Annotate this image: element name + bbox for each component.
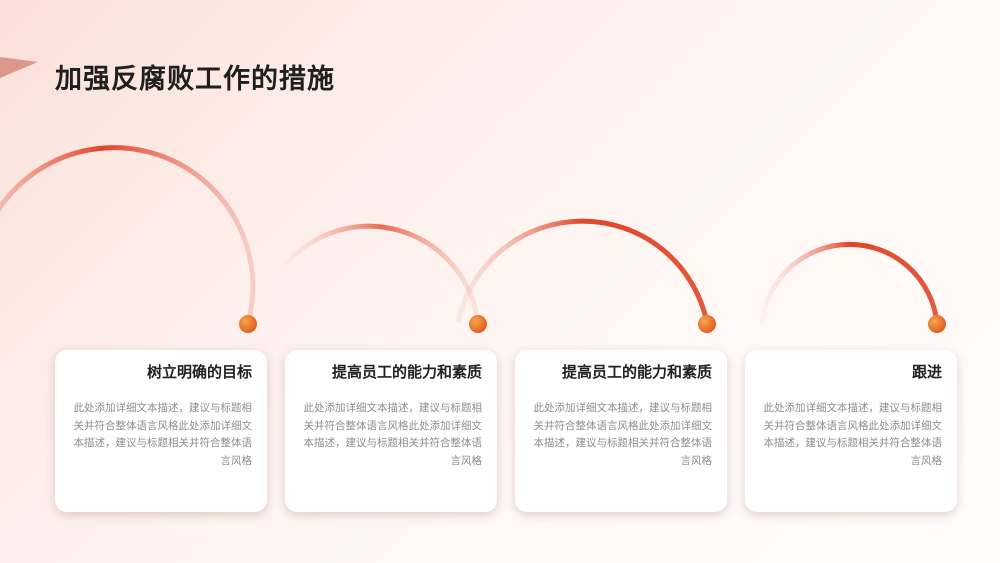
timeline-node-4	[928, 315, 946, 333]
step-card-title: 提高员工的能力和素质	[331, 363, 482, 381]
step-card-title: 提高员工的能力和素质	[561, 363, 712, 381]
arc-3	[455, 218, 710, 324]
timeline-node-3	[698, 315, 716, 333]
timeline-node-1	[239, 315, 257, 333]
star-decoration-icon	[0, 57, 38, 78]
step-card-2: 提高员工的能力和素质 此处添加详细文本描述，建议与标题相关并符合整体语言风格此处…	[285, 350, 497, 512]
arc-2	[283, 223, 481, 324]
step-card-description: 此处添加详细文本描述，建议与标题相关并符合整体语言风格此处添加详细文本描述，建议…	[73, 402, 253, 467]
page-title: 加强反腐败工作的措施	[55, 64, 335, 95]
step-card-title: 跟进	[911, 363, 942, 381]
timeline-node-2	[469, 315, 487, 333]
step-card-1: 树立明确的目标 此处添加详细文本描述，建议与标题相关并符合整体语言风格此处添加详…	[55, 350, 267, 512]
arc-1	[0, 145, 256, 324]
step-card-3: 提高员工的能力和素质 此处添加详细文本描述，建议与标题相关并符合整体语言风格此处…	[515, 350, 727, 512]
arc-4	[759, 241, 940, 324]
step-card-description: 此处添加详细文本描述，建议与标题相关并符合整体语言风格此处添加详细文本描述，建议…	[303, 402, 483, 467]
step-card-description: 此处添加详细文本描述，建议与标题相关并符合整体语言风格此处添加详细文本描述，建议…	[533, 402, 713, 467]
step-card-title: 树立明确的目标	[146, 363, 252, 381]
step-card-4: 跟进 此处添加详细文本描述，建议与标题相关并符合整体语言风格此处添加详细文本描述…	[745, 350, 957, 512]
step-card-description: 此处添加详细文本描述，建议与标题相关并符合整体语言风格此处添加详细文本描述，建议…	[763, 402, 943, 467]
